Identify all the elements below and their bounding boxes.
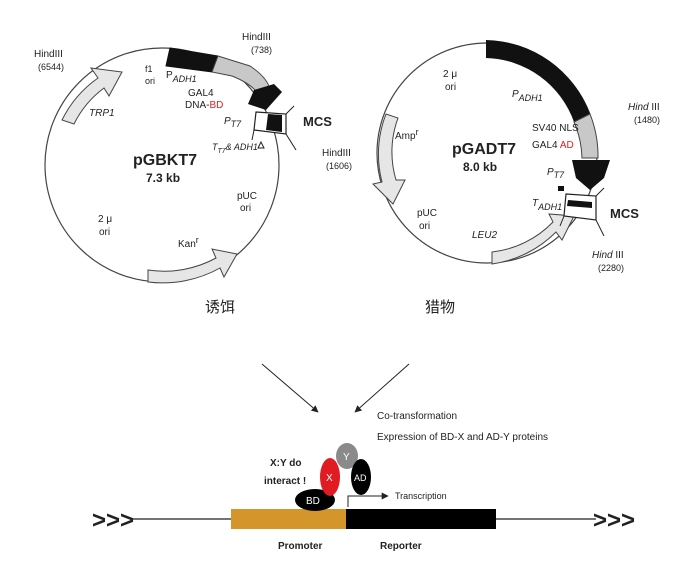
leu2-arrow	[491, 213, 575, 265]
hindiii-left-label: HindIII	[34, 49, 63, 60]
amp-arrow	[372, 113, 406, 205]
transcription-label: Transcription	[395, 491, 447, 501]
prey-padh1-segment	[486, 40, 590, 122]
y-protein-label: Y	[343, 452, 350, 463]
bait-plasmid-size: 7.3 kb	[146, 171, 180, 185]
sv40-label: SV40 NLS	[532, 123, 579, 134]
prey-hindiii-top-pos: (1480)	[634, 115, 660, 125]
padh1-segment	[165, 47, 219, 73]
hindiii-top-label: HindIII	[242, 32, 271, 43]
prey-hindiii-top-label: Hind III	[628, 102, 660, 113]
gal4-bd-arrowhead	[248, 84, 282, 110]
amp-label: Ampr	[395, 127, 419, 142]
bait-2micron-ori-label: ori	[99, 227, 110, 238]
leu2-label: LEU2	[472, 230, 497, 241]
f1-ori-label: ori	[145, 76, 155, 86]
prey-plasmid: 2 μ ori PADH1 Hind III (1480) SV40 NLS G…	[372, 40, 660, 316]
bait-mcs-box	[251, 105, 297, 151]
prey-puc-label: pUC	[417, 208, 437, 219]
bait-mcs-label: MCS	[303, 114, 332, 129]
gal4-ad-label: GAL4 AD	[532, 140, 574, 151]
ad-protein	[351, 459, 371, 495]
reporter-block	[346, 509, 496, 529]
bait-plasmid-name: pGBKT7	[133, 152, 197, 169]
kan-arrow	[147, 248, 238, 284]
tt7-adh1-label: TT7& ADH1	[212, 142, 258, 155]
f1-label: f1	[145, 64, 153, 74]
dna-bd-label: DNA-BD	[185, 100, 223, 111]
arrow-from-prey	[354, 363, 410, 413]
hindiii-right-label: HindIII	[322, 148, 351, 159]
prey-mcs-box	[558, 186, 605, 237]
gal4-ad-segment	[573, 113, 599, 159]
bait-puc-ori-label: ori	[240, 203, 251, 214]
expression-label: Expression of BD-X and AD-Y proteins	[377, 432, 548, 443]
right-chevrons: >>>	[593, 507, 635, 534]
x-protein	[320, 458, 340, 496]
tadh1-label: TADH1	[532, 198, 562, 212]
hindiii-right-pos: (1606)	[326, 161, 352, 171]
gal4-ad-arrowhead	[572, 160, 610, 190]
prey-hindiii-bottom-pos: (2280)	[598, 263, 624, 273]
padh1-label: PADH1	[166, 70, 197, 84]
prey-2micron-ori-label: ori	[445, 82, 456, 93]
bait-2micron-label: 2 μ	[98, 214, 112, 225]
prey-hindiii-bottom-label: Hind III	[592, 250, 624, 261]
cotransformation-label: Co-transformation	[377, 411, 457, 422]
promoter-block	[231, 509, 346, 529]
trp1-arrow	[61, 67, 123, 125]
ad-protein-label: AD	[354, 473, 367, 483]
prey-plasmid-name: pGADT7	[452, 141, 516, 158]
bd-protein	[295, 489, 335, 511]
prey-caption: 猎物	[425, 299, 455, 316]
trp1-label: TRP1	[89, 108, 115, 119]
prey-padh1-label: PADH1	[512, 89, 543, 103]
prey-mcs-label: MCS	[610, 206, 639, 221]
bd-protein-label: BD	[306, 496, 320, 507]
y-protein	[336, 443, 358, 469]
promoter-label: Promoter	[278, 541, 323, 552]
reporter-assay: >>> >>> Promoter Reporter Transcription …	[92, 443, 635, 552]
pt7-label: PT7	[224, 116, 242, 129]
x-protein-label: X	[326, 473, 333, 484]
prey-2micron-label: 2 μ	[443, 69, 457, 80]
bait-puc-label: pUC	[237, 191, 257, 202]
interaction-label-line1: X:Y do	[270, 458, 301, 469]
bait-plasmid: HindIII (6544) HindIII (738) f1 ori PADH…	[34, 32, 352, 316]
reporter-label: Reporter	[380, 541, 422, 552]
prey-pt7-label: PT7	[547, 167, 565, 180]
kan-label: Kanr	[178, 235, 199, 250]
interaction-label-line2: interact !	[264, 476, 306, 487]
transcription-arrow	[347, 492, 389, 507]
hindiii-left-pos: (6544)	[38, 62, 64, 72]
gal4-label: GAL4	[188, 88, 214, 99]
prey-puc-ori-label: ori	[419, 221, 430, 232]
hindiii-top-pos: (738)	[251, 45, 272, 55]
cotransformation-arrows	[261, 363, 410, 413]
bait-caption: 诱饵	[205, 299, 235, 316]
left-chevrons: >>>	[92, 507, 134, 534]
prey-plasmid-size: 8.0 kb	[463, 160, 497, 174]
arrow-from-bait	[261, 363, 319, 413]
